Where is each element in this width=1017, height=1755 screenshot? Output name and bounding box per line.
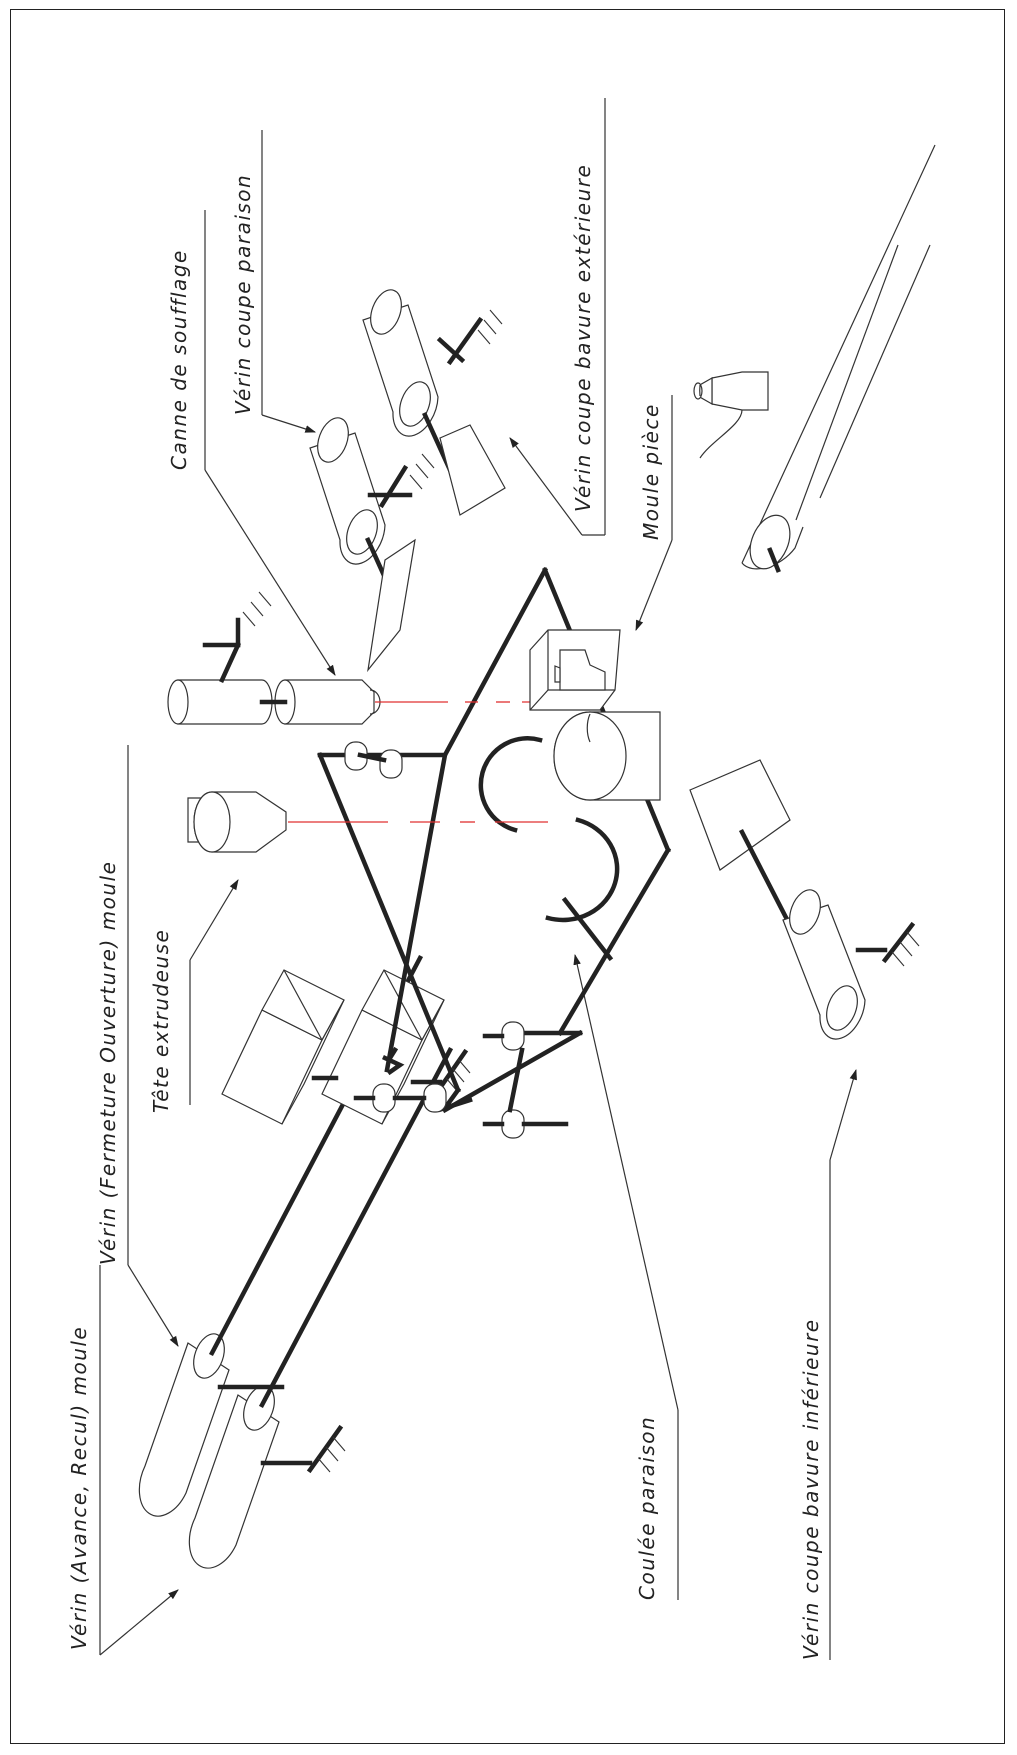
- label-verin-fermeture-ouverture: Vérin (Fermeture Ouverture) moule: [96, 745, 179, 1347]
- guide-box-1: [221, 969, 345, 1125]
- label-canne-soufflage: Canne de soufflage: [167, 210, 336, 676]
- roller-bottom-1: [353, 1083, 447, 1113]
- label-moule-piece: Moule pièce: [635, 395, 673, 632]
- conveyor: [693, 144, 936, 573]
- rod-avance-recul-2: [258, 1046, 454, 1409]
- bottom-flash-cut-cylinder: [689, 759, 920, 1040]
- svg-text:Vérin coupe bavure inférieure: Vérin coupe bavure inférieure: [799, 1318, 823, 1660]
- extruder-head: [187, 791, 287, 853]
- label-verin-coupe-paraison: Vérin coupe paraison: [231, 130, 317, 433]
- svg-text:Vérin (Fermeture Ouverture) mo: Vérin (Fermeture Ouverture) moule: [96, 861, 120, 1265]
- svg-text:Vérin (Avance, Recul) moule: Vérin (Avance, Recul) moule: [67, 1326, 91, 1650]
- outer-flash-cut-cylinder: [362, 289, 506, 516]
- roller-top-1: [344, 741, 403, 779]
- svg-text:Vérin coupe paraison: Vérin coupe paraison: [231, 174, 255, 415]
- svg-text:Tête extrudeuse: Tête extrudeuse: [149, 929, 173, 1113]
- label-verin-coupe-bavure-inferieure: Vérin coupe bavure inférieure: [799, 1068, 857, 1660]
- label-coulee-paraison: Coulée paraison: [573, 953, 679, 1600]
- svg-text:Canne de soufflage: Canne de soufflage: [167, 249, 191, 470]
- arc-link: [561, 896, 614, 962]
- label-verin-coupe-bavure-exterieure: Vérin coupe bavure extérieure: [509, 98, 606, 536]
- label-verin-avance-recul: Vérin (Avance, Recul) moule: [67, 1265, 179, 1656]
- ground-support-2: [410, 1048, 471, 1093]
- ground-support-1: [260, 1424, 346, 1474]
- roller-bottom-2: [482, 1021, 569, 1139]
- parison-cut-cylinder: [309, 417, 435, 673]
- half-mould-arc-2: [545, 817, 620, 923]
- half-mould-arc-1: [478, 736, 543, 833]
- svg-text:Vérin coupe bavure extérieure: Vérin coupe bavure extérieure: [571, 164, 595, 512]
- svg-text:Moule pièce: Moule pièce: [639, 403, 663, 540]
- label-tete-extrudeuse: Tête extrudeuse: [149, 879, 239, 1113]
- blow-pin-actuator: [167, 591, 381, 725]
- svg-text:Coulée paraison: Coulée paraison: [635, 1416, 659, 1600]
- mould-piece: [529, 629, 661, 801]
